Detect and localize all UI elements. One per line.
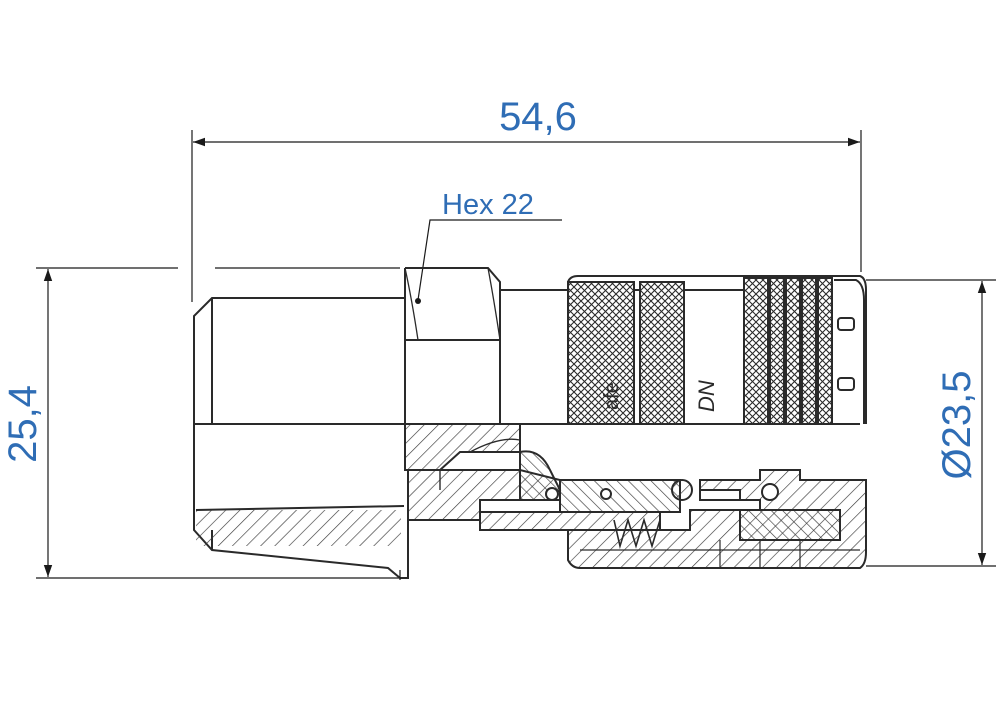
hex-leader-line	[417, 219, 562, 301]
hex-body	[404, 267, 568, 425]
outer-diameter-label: Ø23,5	[935, 371, 979, 480]
hex-callout: Hex 22	[415, 189, 562, 304]
thread-nipple	[193, 297, 409, 579]
section-view	[404, 423, 867, 569]
knurl-band-2	[639, 281, 685, 425]
thread-size-label: 25,4	[1, 385, 45, 463]
overall-length-label: 54,6	[499, 95, 577, 139]
thread-hatch	[196, 510, 401, 546]
knurl-text-2: DN	[694, 380, 719, 412]
ribbed-rings	[743, 277, 833, 425]
length-dimension: 54,6	[191, 95, 862, 302]
height-dimension: 25,4	[1, 267, 400, 579]
hex-leader-dot	[415, 298, 421, 304]
coupling-sleeve	[567, 275, 867, 425]
diameter-dimension: Ø23,5	[866, 279, 996, 567]
hex-label: Hex 22	[442, 189, 534, 221]
knurl-text-1: afe	[601, 382, 623, 410]
